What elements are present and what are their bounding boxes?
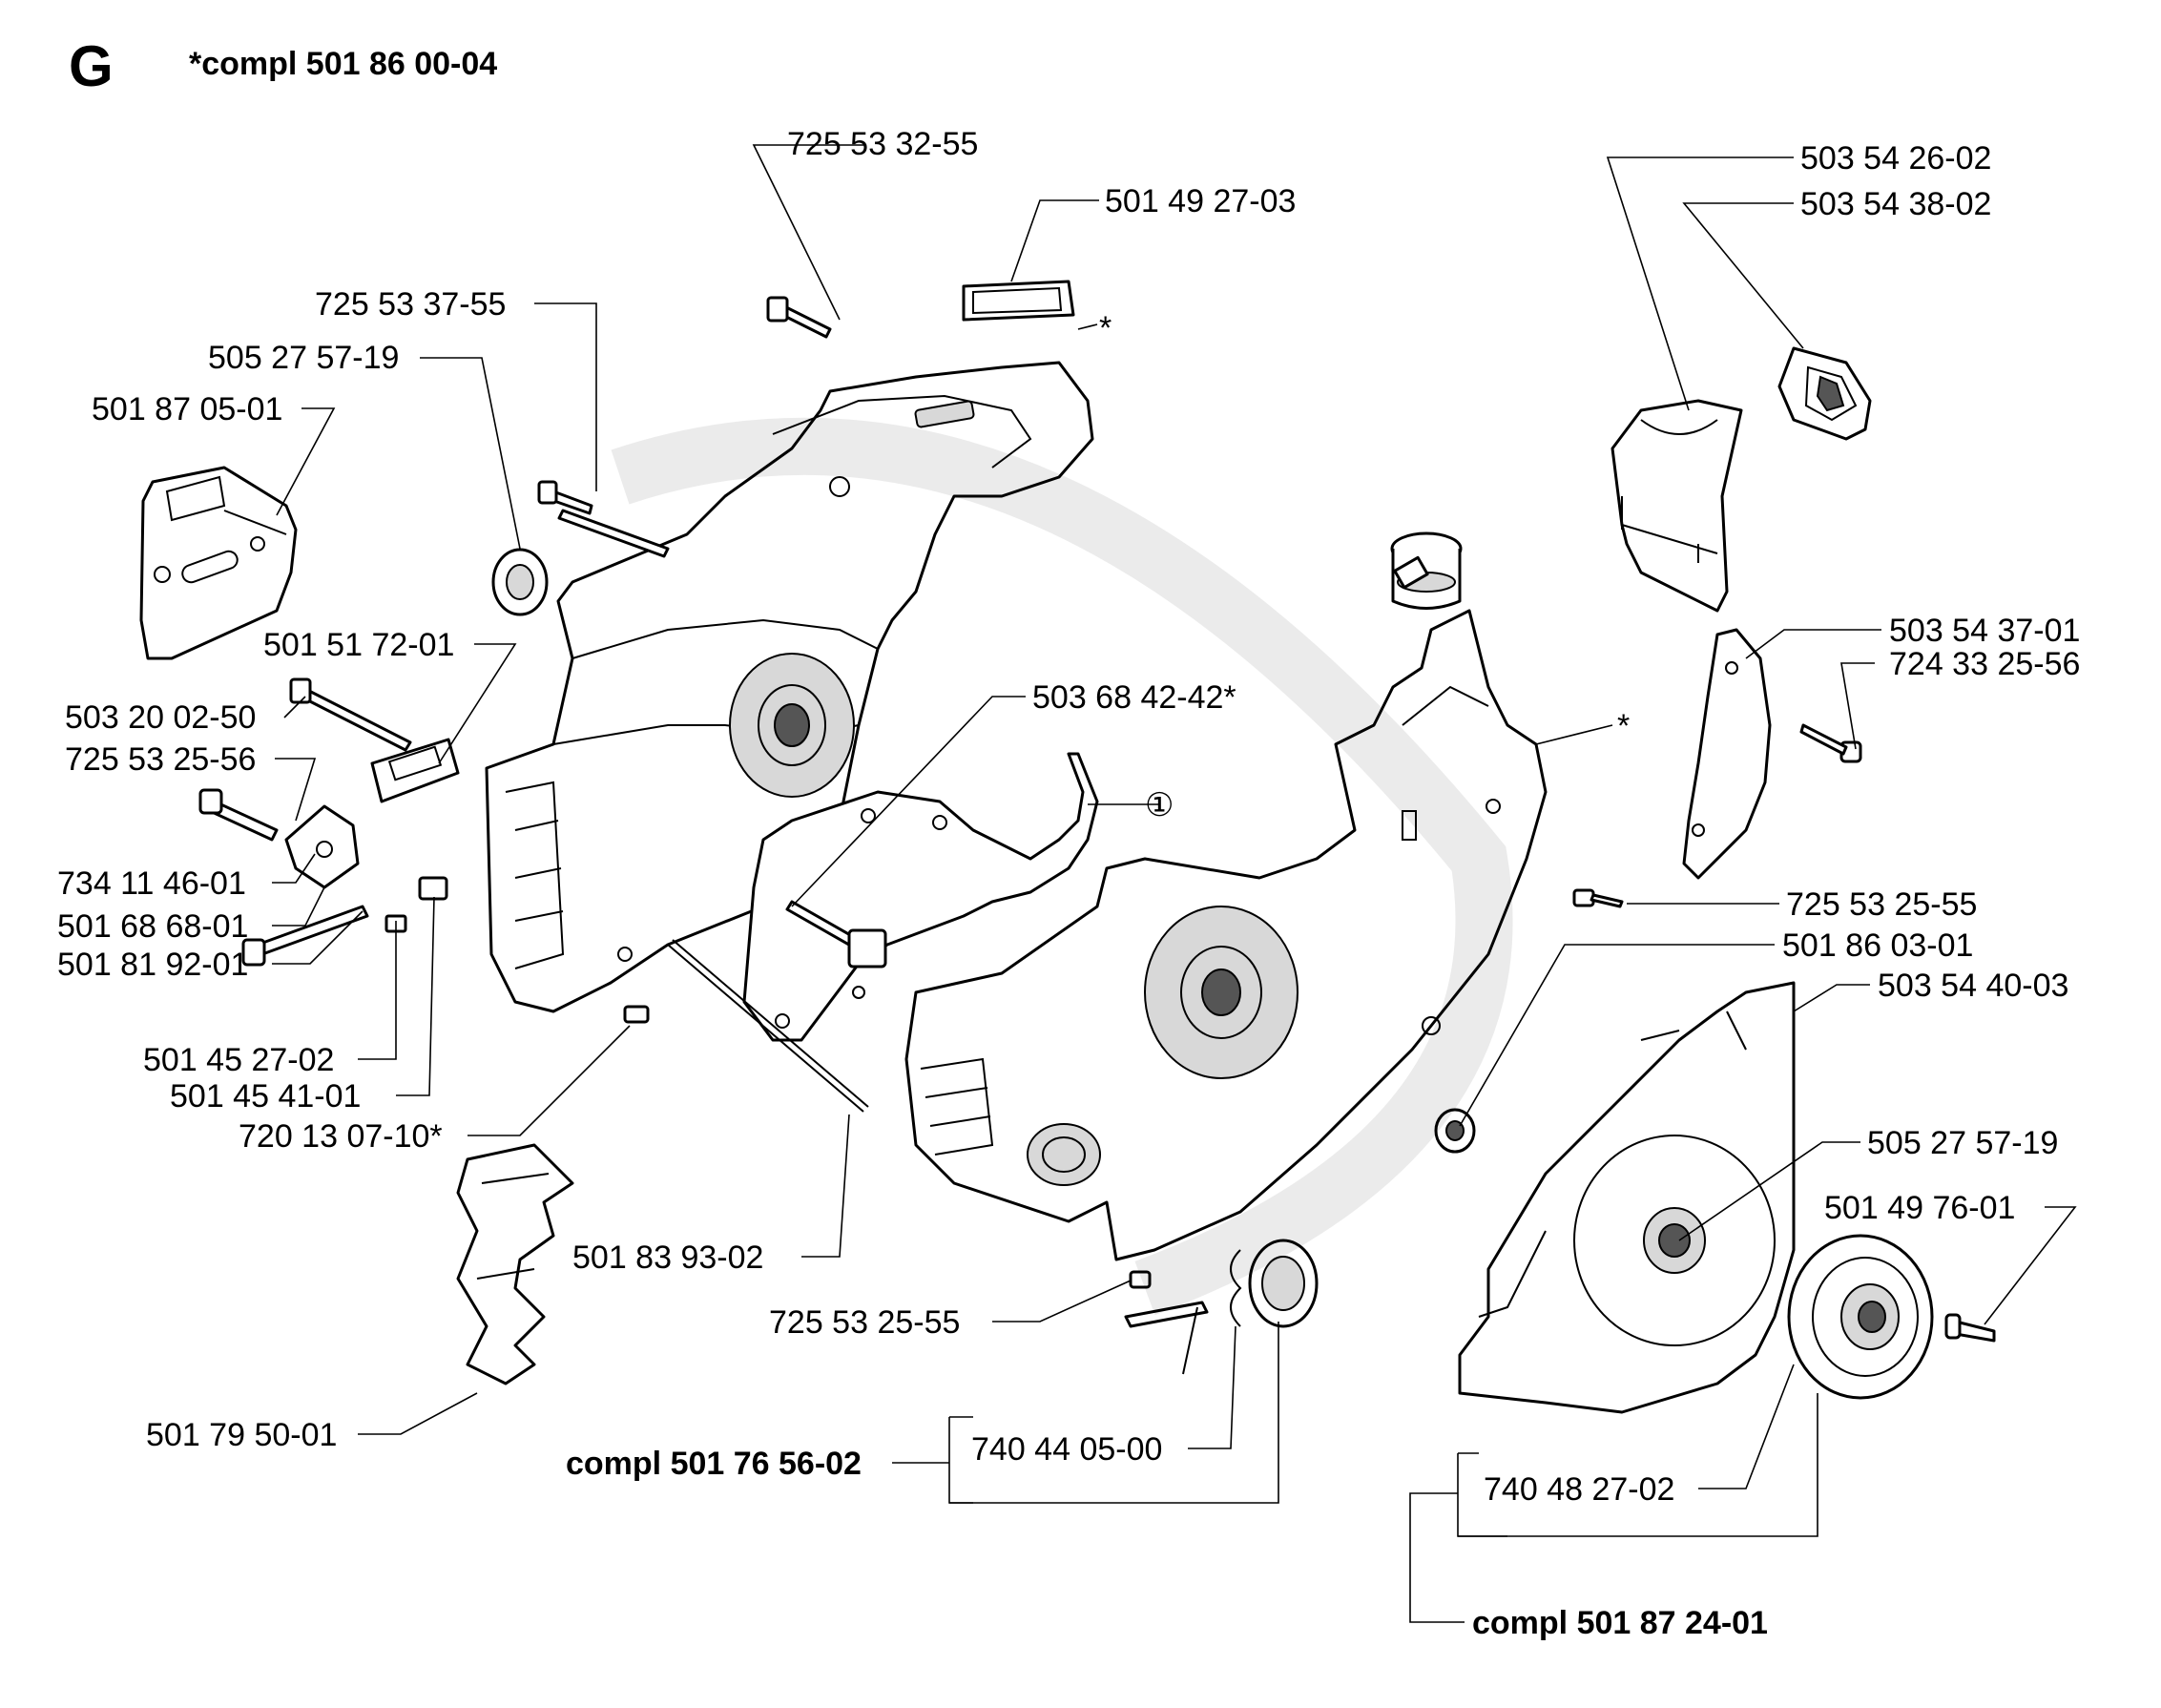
- part-label: 501 79 50-01: [146, 1417, 337, 1453]
- part-label: 740 44 05-00: [971, 1431, 1162, 1468]
- part-label: 505 27 57-19: [1867, 1125, 2058, 1161]
- part-label: 501 49 76-01: [1824, 1190, 2015, 1226]
- circled-one-marker: ①: [1145, 787, 1174, 823]
- part-label: compl 501 87 24-01: [1472, 1605, 1768, 1641]
- part-label: 725 53 25-55: [769, 1304, 960, 1341]
- part-label: 501 51 72-01: [263, 627, 454, 663]
- spike-bumper-drawing: [456, 1143, 574, 1385]
- part-label: 501 49 27-03: [1105, 183, 1296, 219]
- part-label: 501 45 27-02: [143, 1042, 334, 1078]
- part-label: 501 83 93-02: [572, 1239, 763, 1276]
- part-label: 503 20 02-50: [65, 699, 256, 736]
- part-label: 505 27 57-19: [208, 340, 399, 376]
- part-label: 501 87 05-01: [92, 391, 282, 427]
- screw-drawing-right: [1944, 1313, 1996, 1343]
- leader-lines: [272, 144, 2077, 1623]
- part-label: 734 11 46-01: [57, 865, 246, 902]
- oil-pipe-drawing: [667, 939, 869, 1113]
- part-label: 501 81 92-01: [57, 947, 248, 983]
- part-label: 503 68 42-42*: [1032, 679, 1236, 716]
- part-label: 503 54 38-02: [1800, 186, 1991, 222]
- clutch-drum-drawing: [1787, 1234, 1934, 1400]
- crankcase-right-drawing: [904, 609, 1548, 1261]
- part-label: 725 53 37-55: [315, 286, 506, 323]
- part-label: 501 68 68-01: [57, 908, 248, 945]
- part-label: compl 501 76 56-02: [566, 1446, 862, 1482]
- screw-drawing-center: [785, 900, 887, 969]
- intake-elbow-drawing: [1610, 399, 1743, 613]
- oil-seal-drawing-left: [491, 548, 549, 616]
- chain-guard-plate-drawing: [139, 466, 298, 660]
- part-label: 725 53 25-56: [65, 741, 256, 778]
- part-label: 503 54 26-02: [1800, 140, 1991, 177]
- part-label: 501 86 03-01: [1782, 927, 1973, 964]
- rubber-seal-drawing: [1777, 346, 1872, 441]
- clutch-cover-drawing: [1458, 981, 1796, 1414]
- asterisk-marker-right: *: [1617, 708, 1630, 744]
- part-label: 725 53 32-55: [787, 126, 978, 162]
- part-label: 720 13 07-10*: [239, 1118, 443, 1155]
- asterisk-marker-top: *: [1099, 310, 1112, 346]
- assembly-reference: *compl 501 86 00-04: [189, 46, 497, 82]
- gasket-drawing: [742, 752, 1099, 1042]
- section-letter: G: [69, 34, 114, 98]
- screw-drawing-misc: [1129, 723, 1862, 1289]
- plug-cap-drawing: [1390, 531, 1463, 610]
- baffle-drawing: [1682, 628, 1772, 880]
- watermark-graphic: [611, 417, 1513, 1316]
- chain-tensioner-drawing: [284, 738, 650, 1024]
- part-label: 503 54 37-01: [1889, 613, 2080, 649]
- screws-drawing-left: [198, 296, 832, 967]
- part-label: 740 48 27-02: [1484, 1471, 1674, 1508]
- oil-pump-drawing: [1124, 1239, 1319, 1375]
- part-label: 501 45 41-01: [170, 1078, 361, 1114]
- part-label: 724 33 25-56: [1889, 646, 2080, 682]
- part-label: 725 53 25-55: [1786, 886, 1977, 923]
- intake-channel-drawing: [962, 280, 1075, 322]
- part-label: 503 54 40-03: [1878, 968, 2068, 1004]
